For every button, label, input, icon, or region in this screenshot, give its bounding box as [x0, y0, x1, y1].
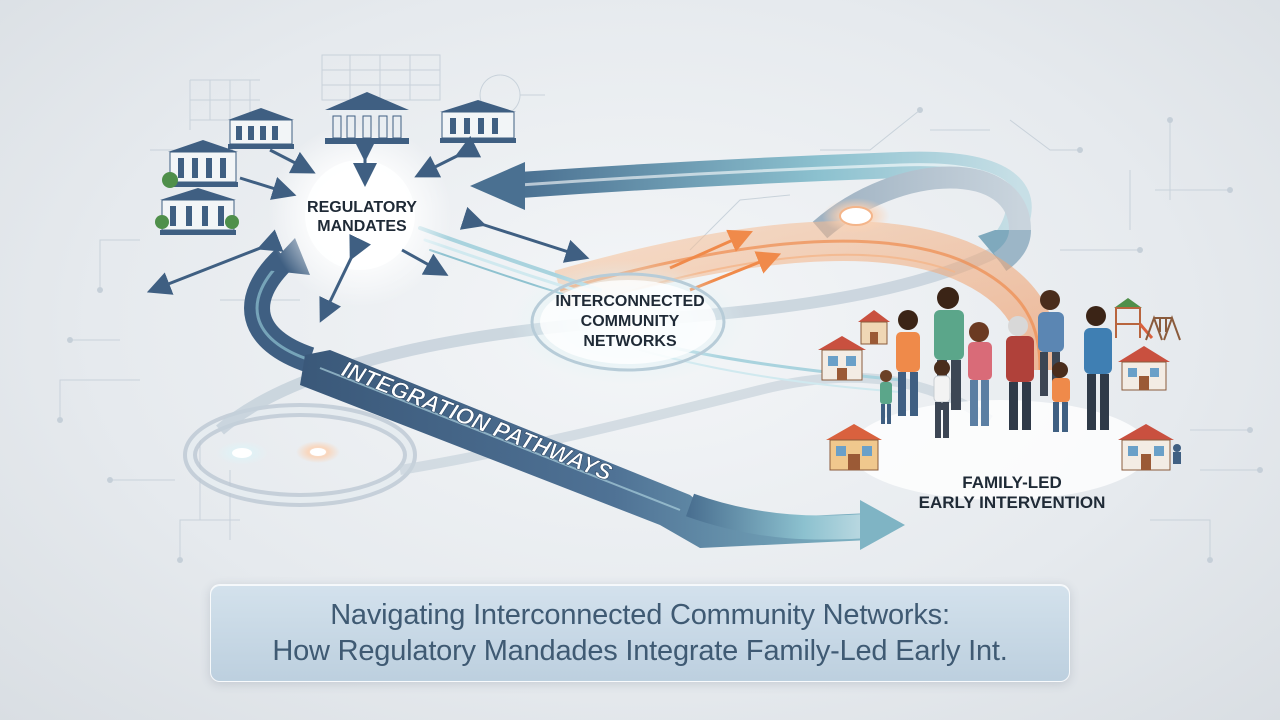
community-label-line2: COMMUNITY: [581, 313, 680, 330]
family-group-icon: [880, 287, 1181, 464]
family-label-line2: EARLY INTERVENTION: [919, 493, 1106, 512]
community-label-line3: NETWORKS: [583, 333, 677, 350]
community-networks-label: INTERCONNECTED COMMUNITY NETWORKS: [555, 293, 704, 350]
regulatory-label-line1: REGULATORY: [307, 199, 417, 216]
family-area-glow: [850, 400, 1150, 500]
family-label-line1: FAMILY-LED: [962, 473, 1062, 492]
community-hub: [510, 260, 746, 384]
government-building-icon: [168, 140, 238, 187]
swing-set-icon: [1145, 315, 1181, 341]
tree-icon: [155, 172, 239, 229]
house-icon: [1118, 424, 1174, 471]
caption-line1: Navigating Interconnected Community Netw…: [330, 599, 950, 631]
background-circuit-lines: [59, 54, 1260, 560]
house-icon: [826, 424, 882, 471]
government-building-icon: [440, 100, 516, 143]
caption-banner: Navigating Interconnected Community Netw…: [210, 584, 1070, 682]
regulatory-label-line2: MANDATES: [317, 218, 407, 235]
government-building-icon: [160, 188, 236, 235]
playground-icon: [1114, 298, 1154, 339]
caption-line2: How Regulatory Mandades Integrate Family…: [272, 635, 1008, 667]
house-icon: [858, 310, 890, 345]
house-icon: [818, 336, 866, 381]
house-icon: [1118, 346, 1170, 391]
community-label-line1: INTERCONNECTED: [555, 293, 704, 310]
glow-nodes: [216, 198, 890, 465]
family-led-label: FAMILY-LED EARLY INTERVENTION: [919, 473, 1106, 512]
government-building-icon: [228, 108, 294, 149]
integration-pathway-band: [300, 350, 905, 550]
regulatory-mandates-label: REGULATORY MANDATES: [307, 199, 417, 235]
regulatory-arrows: [146, 135, 590, 323]
